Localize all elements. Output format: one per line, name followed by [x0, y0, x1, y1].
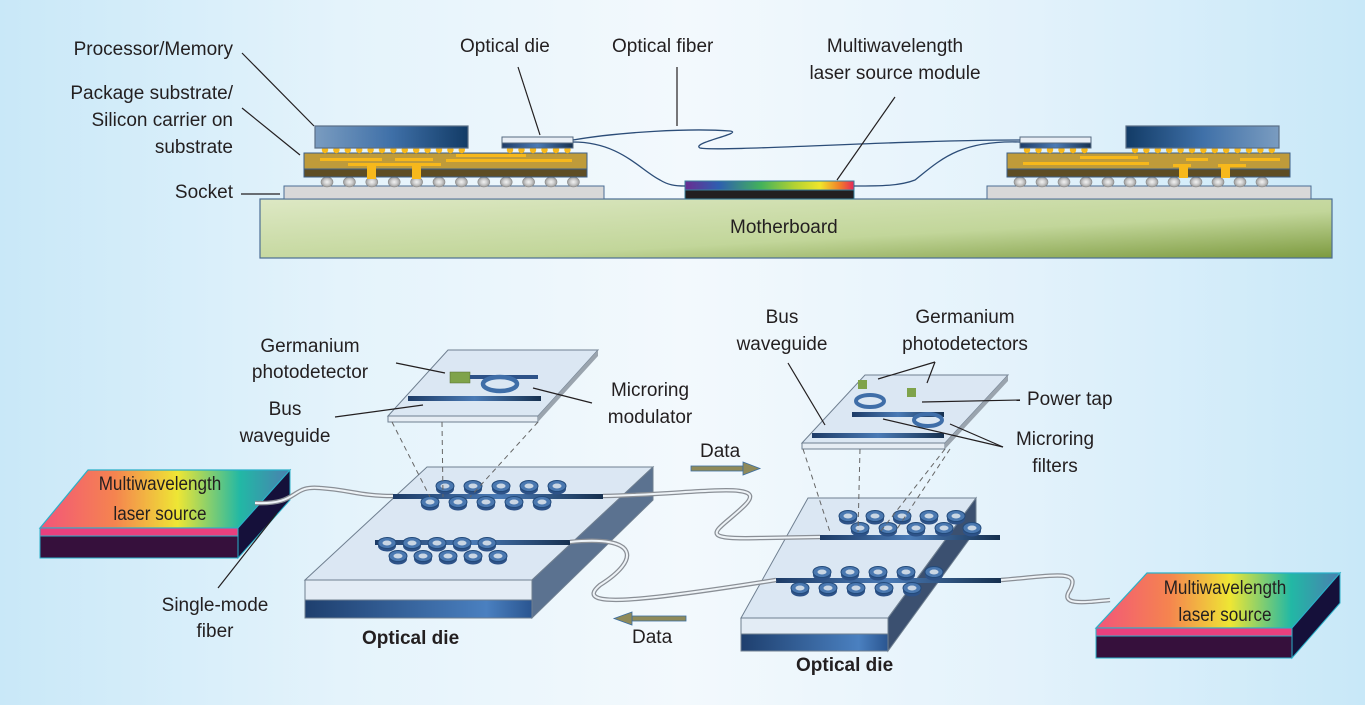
label-microring-mod-2: modulator — [607, 407, 693, 428]
solder-balls-left — [320, 176, 580, 188]
bus-waveguide-left-lower — [375, 540, 570, 545]
label-laser-right-2: laser source — [1178, 605, 1272, 626]
solder-ball — [1233, 176, 1247, 188]
socket-right — [986, 185, 1312, 200]
label-single-mode-2: fiber — [196, 621, 234, 642]
solder-ball — [1101, 176, 1115, 188]
leader-lines-top — [241, 52, 896, 195]
substrate-traces-right — [1023, 156, 1280, 178]
label-package-substrate-3: substrate — [154, 137, 233, 158]
label-socket: Socket — [174, 182, 233, 203]
label-optical-fiber: Optical fiber — [612, 36, 714, 57]
label-germanium-pd-1: Germanium — [915, 307, 1015, 328]
label-power-tap: Power tap — [1027, 389, 1113, 410]
processor-chip-right — [1125, 125, 1280, 149]
solder-ball — [432, 176, 446, 188]
label-bus-left-2: waveguide — [239, 426, 331, 447]
label-germanium-1: Germanium — [260, 336, 360, 357]
bus-waveguide-right-lower — [776, 578, 1001, 583]
motherboard — [259, 198, 1333, 259]
optical-die-top-right — [1019, 136, 1092, 149]
solder-ball — [1035, 176, 1049, 188]
data-arrow-right-icon — [690, 461, 762, 476]
solder-ball — [1211, 176, 1225, 188]
label-motherboard: Motherboard — [730, 217, 838, 238]
label-optical-die-left: Optical die — [362, 628, 460, 649]
inset-modulator — [386, 349, 600, 423]
microring-modulator-icon — [480, 374, 520, 394]
solder-ball — [1189, 176, 1203, 188]
leader-lines-bottom — [217, 361, 1021, 589]
laser-source-right — [1094, 571, 1342, 660]
label-single-mode-1: Single-mode — [161, 595, 269, 616]
solder-ball — [1057, 176, 1071, 188]
label-laser-left-1: Multiwavelength — [98, 474, 222, 495]
inset-projection-lines — [391, 421, 951, 533]
solder-ball — [455, 176, 468, 188]
solder-ball — [499, 176, 513, 188]
solder-ball — [522, 176, 535, 188]
bus-waveguide-right-upper — [820, 535, 1000, 540]
solder-balls-right — [1013, 176, 1269, 188]
package-substrate-left — [303, 152, 588, 178]
label-optical-die-right: Optical die — [796, 655, 894, 676]
label-data-left: Data — [632, 627, 673, 648]
data-arrow-left-icon — [612, 611, 687, 626]
label-package-substrate-2: Silicon carrier on — [91, 110, 234, 131]
solder-ball — [1145, 176, 1159, 188]
solder-ball — [320, 176, 334, 188]
solder-ball — [343, 176, 356, 188]
label-bus-right-1: Bus — [765, 307, 799, 328]
label-microring-mod-1: Microring — [610, 380, 690, 401]
label-optical-die-top: Optical die — [460, 36, 550, 57]
solder-ball — [1255, 176, 1269, 188]
solder-ball — [567, 176, 580, 188]
inset-receiver — [800, 374, 1010, 450]
label-data-right: Data — [700, 441, 741, 462]
label-laser-right-1: Multiwavelength — [1163, 578, 1287, 599]
label-microring-filters-1: Microring — [1015, 429, 1095, 450]
solder-ball — [1123, 176, 1137, 188]
laser-source-left — [38, 468, 292, 560]
optical-die-top-left — [501, 136, 574, 149]
solder-ball — [1079, 176, 1093, 188]
optical-fiber — [572, 129, 1021, 187]
label-germanium-pd-2: photodetectors — [902, 334, 1028, 355]
label-processor-memory: Processor/Memory — [73, 39, 233, 60]
solder-ball — [1167, 176, 1181, 188]
label-bus-right-2: waveguide — [736, 334, 828, 355]
germanium-photodetector-icon — [449, 371, 471, 384]
label-germanium-2: photodetector — [251, 362, 369, 383]
solder-ball — [477, 176, 491, 188]
label-laser-module-1: Multiwavelength — [826, 36, 964, 57]
socket-left — [283, 185, 605, 200]
solder-ball — [1013, 176, 1027, 188]
label-microring-filters-2: filters — [1032, 456, 1078, 477]
processor-chip-left — [314, 125, 469, 149]
label-package-substrate-1: Package substrate/ — [70, 83, 233, 104]
bus-waveguide-left-upper — [393, 494, 603, 499]
label-bus-left-1: Bus — [268, 399, 302, 420]
label-laser-module-2: laser source module — [809, 63, 981, 84]
microring-array — [377, 480, 982, 597]
germanium-photodetector-icon — [858, 380, 867, 389]
solder-ball — [387, 176, 401, 188]
germanium-photodetector-icon — [907, 388, 916, 397]
laser-source-module — [684, 180, 855, 200]
substrate-traces-left — [320, 154, 572, 179]
solder-ball — [544, 176, 558, 188]
label-laser-left-2: laser source — [113, 504, 207, 525]
